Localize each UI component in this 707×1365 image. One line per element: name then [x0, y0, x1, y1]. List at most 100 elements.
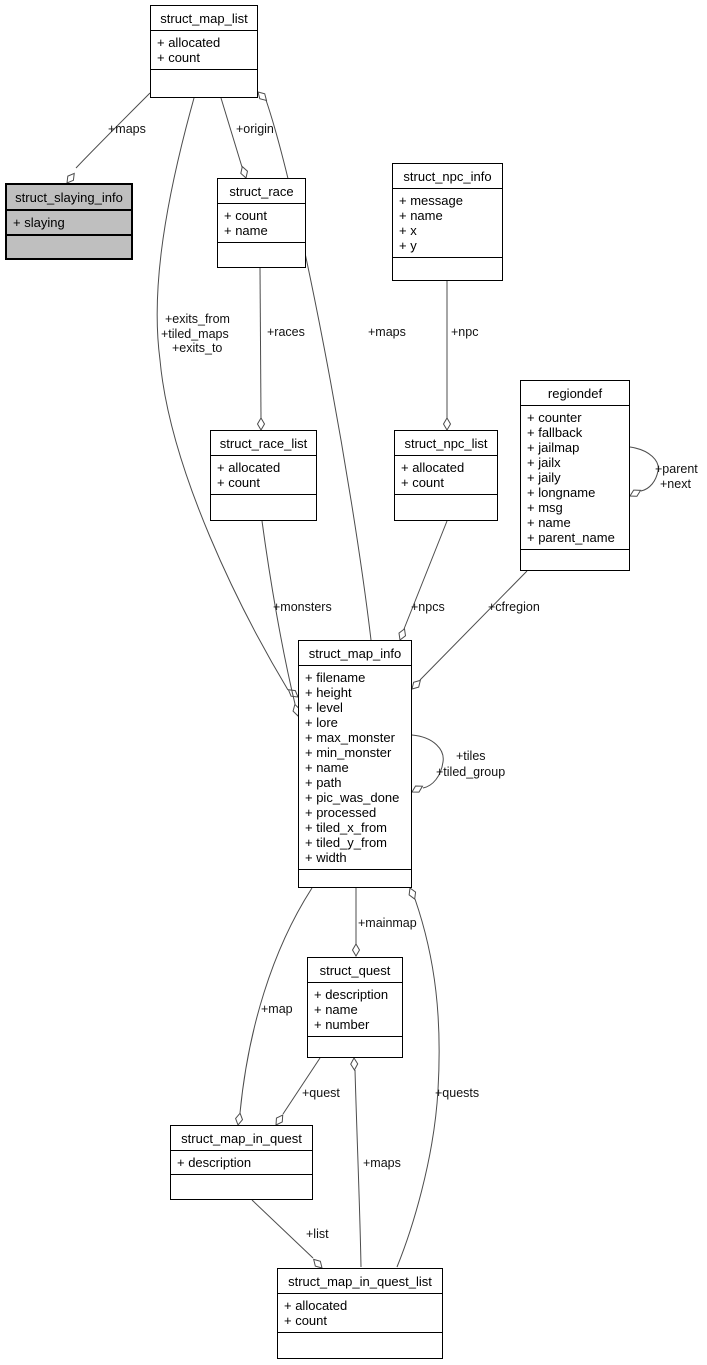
- class-methods-empty: [521, 550, 629, 570]
- class-attributes: + slaying: [7, 211, 131, 236]
- class-node-struct-map-in-quest[interactable]: struct_map_in_quest + description: [170, 1125, 313, 1200]
- attribute: + name: [224, 223, 268, 238]
- edge-races: [259, 267, 262, 419]
- attribute: + slaying: [13, 215, 65, 230]
- attribute: + name: [305, 760, 349, 775]
- edge-cfregion: [419, 570, 528, 681]
- edge-label-exits-to: +exits_to: [172, 341, 222, 355]
- attribute: + jaily: [527, 470, 561, 485]
- edge-label-next: +next: [660, 477, 691, 491]
- attribute: + description: [314, 987, 389, 1002]
- attribute: + path: [305, 775, 342, 790]
- attribute: + longname: [527, 485, 596, 500]
- edge-label-monsters: +monsters: [273, 600, 332, 614]
- aggregation-diamond-icon: [256, 417, 266, 431]
- edge-region-self: [629, 446, 659, 492]
- class-attributes: + count + name: [218, 204, 305, 243]
- attribute: + count: [217, 475, 261, 490]
- attribute: + msg: [527, 500, 563, 515]
- attribute: + processed: [305, 805, 377, 820]
- class-methods-empty: [218, 243, 305, 267]
- attribute: + height: [305, 685, 352, 700]
- attribute: + x: [399, 223, 417, 238]
- edge-map: [239, 887, 313, 1114]
- class-methods-empty: [308, 1037, 402, 1057]
- class-methods-empty: [7, 236, 131, 258]
- attribute: + count: [224, 208, 268, 223]
- edge-label-list: +list: [306, 1227, 329, 1241]
- edge-label-quest-maps: +maps: [363, 1156, 401, 1170]
- attribute: + name: [314, 1002, 358, 1017]
- aggregation-diamond-icon: [411, 785, 424, 793]
- edge-quests: [396, 898, 440, 1268]
- class-methods-empty: [393, 258, 502, 280]
- class-node-struct-race[interactable]: struct_race + count + name: [217, 178, 306, 268]
- class-attributes: + description + name + number: [308, 983, 402, 1037]
- class-node-struct-slaying-info[interactable]: struct_slaying_info + slaying: [5, 183, 133, 260]
- class-title: struct_npc_info: [393, 164, 502, 189]
- aggregation-diamond-icon: [629, 489, 642, 497]
- class-node-struct-quest[interactable]: struct_quest + description + name + numb…: [307, 957, 403, 1058]
- class-title: struct_race_list: [211, 431, 316, 456]
- aggregation-diamond-icon: [408, 887, 417, 900]
- class-methods-empty: [299, 870, 411, 887]
- attribute: + lore: [305, 715, 338, 730]
- class-attributes: + allocated + count: [211, 456, 316, 495]
- edge-label-mainmap: +mainmap: [358, 916, 417, 930]
- class-node-struct-map-in-quest-list[interactable]: struct_map_in_quest_list + allocated + c…: [277, 1268, 443, 1359]
- class-methods-empty: [278, 1333, 442, 1358]
- attribute: + tiled_y_from: [305, 835, 388, 850]
- aggregation-diamond-icon: [235, 1112, 244, 1126]
- class-attributes: + description: [171, 1151, 312, 1175]
- edge-label-npc: +npc: [451, 325, 478, 339]
- edge-label-quest: +quest: [302, 1086, 340, 1100]
- edge-label-races: +races: [267, 325, 305, 339]
- attribute: + jailx: [527, 455, 561, 470]
- edge-quest-maps: [354, 1069, 362, 1268]
- edge-label-npcs: +npcs: [411, 600, 445, 614]
- class-title: struct_map_info: [299, 641, 411, 666]
- edge-label-exits-from: +exits_from: [165, 312, 230, 326]
- aggregation-diamond-icon: [350, 1057, 359, 1071]
- attribute: + y: [399, 238, 417, 253]
- edge-label-parent: +parent: [655, 462, 698, 476]
- class-title: regiondef: [521, 381, 629, 406]
- class-attributes: + allocated + count: [151, 31, 257, 70]
- class-node-struct-race-list[interactable]: struct_race_list + allocated + count: [210, 430, 317, 521]
- edge-origin: [220, 97, 243, 168]
- class-attributes: + message + name + x + y: [393, 189, 502, 258]
- class-attributes: + allocated + count: [278, 1294, 442, 1333]
- class-node-struct-map-info[interactable]: struct_map_info + filename + height + le…: [298, 640, 412, 888]
- class-node-struct-map-list[interactable]: struct_map_list + allocated + count: [150, 5, 258, 98]
- class-node-regiondef[interactable]: regiondef + counter + fallback + jailmap…: [520, 380, 630, 571]
- edge-list: [251, 1199, 314, 1259]
- edge-quest: [282, 1057, 321, 1115]
- attribute: + fallback: [527, 425, 583, 440]
- attribute: + allocated: [217, 460, 281, 475]
- edge-label-slaying-maps: +maps: [108, 122, 146, 136]
- attribute: + count: [401, 475, 445, 490]
- class-title: struct_map_in_quest: [171, 1126, 312, 1151]
- attribute: + min_monster: [305, 745, 392, 760]
- class-node-struct-npc-list[interactable]: struct_npc_list + allocated + count: [394, 430, 498, 521]
- attribute: + count: [284, 1313, 328, 1328]
- edge-label-tiled-group: +tiled_group: [436, 765, 505, 779]
- attribute: + tiled_x_from: [305, 820, 388, 835]
- attribute: + description: [177, 1155, 252, 1170]
- class-title: struct_quest: [308, 958, 402, 983]
- edge-label-tiles: +tiles: [456, 749, 486, 763]
- attribute: + allocated: [284, 1298, 348, 1313]
- attribute: + name: [399, 208, 443, 223]
- class-node-struct-npc-info[interactable]: struct_npc_info + message + name + x + y: [392, 163, 503, 281]
- edge-monsters: [261, 520, 296, 705]
- edge-label-map: +map: [261, 1002, 293, 1016]
- attribute: + message: [399, 193, 463, 208]
- edge-label-cfregion: +cfregion: [488, 600, 540, 614]
- attribute: + name: [527, 515, 571, 530]
- attribute: + width: [305, 850, 347, 865]
- class-title: struct_map_list: [151, 6, 257, 31]
- class-attributes: + filename + height + level + lore + max…: [299, 666, 411, 870]
- class-methods-empty: [171, 1175, 312, 1199]
- edge-map-self: [411, 734, 444, 789]
